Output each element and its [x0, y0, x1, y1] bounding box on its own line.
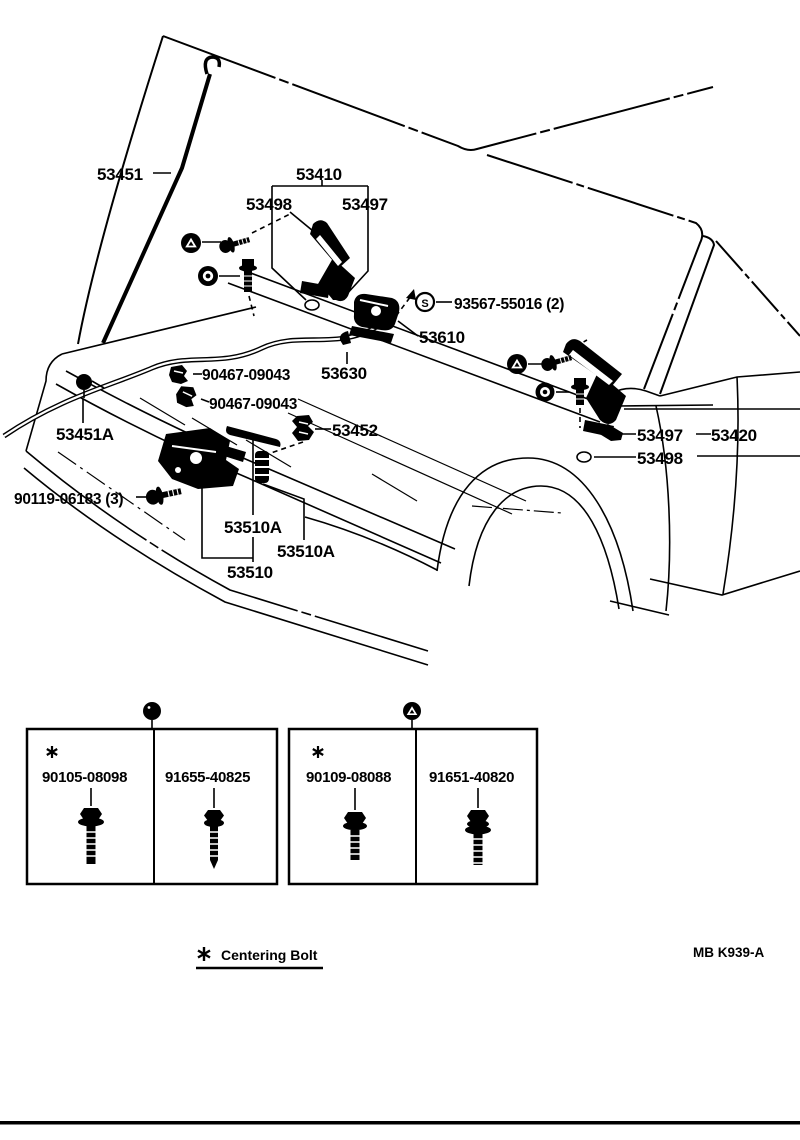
part-label-53498-left: 53498	[246, 195, 292, 214]
right-hood-hinge	[563, 339, 626, 463]
bolt-icon-91651	[465, 810, 491, 865]
hinge-bolt-right-circle	[571, 378, 589, 405]
s-screw-marker: S	[414, 291, 436, 313]
cable-clip-2	[176, 386, 197, 408]
hood-support-rod	[101, 55, 222, 344]
table-part-90109-08088: 90109-08088	[306, 769, 391, 786]
hood-lock-striker	[226, 426, 281, 447]
part-label-53497-left: 53497	[342, 195, 388, 214]
lock-spring	[255, 451, 269, 483]
leader-lines	[82, 172, 800, 562]
legend: Centering Bolt	[196, 947, 323, 970]
hood-latch	[339, 293, 400, 345]
part-label-53420: 53420	[711, 426, 757, 445]
hinge-bolt-left-triangle	[219, 237, 251, 253]
page-code: MB K939-A	[693, 945, 765, 960]
left-hood-hinge	[300, 220, 355, 311]
part-label-53410: 53410	[296, 165, 342, 184]
circle-marker-right	[535, 382, 555, 402]
s-symbol: S	[421, 298, 428, 310]
part-label-53510A-2: 53510A	[277, 542, 335, 561]
part-label-53497-right: 53497	[637, 426, 683, 445]
table-part-91651-40820: 91651-40820	[429, 769, 514, 786]
rod-clip-grommet	[76, 374, 105, 398]
part-label-53451A: 53451A	[56, 425, 114, 444]
hood-outline	[77, 35, 800, 395]
lock-mount-bolt	[145, 486, 182, 505]
cable-clip-1	[169, 365, 188, 384]
centering-bolt-mark-2	[312, 746, 324, 758]
hood-lock-assembly	[158, 428, 246, 489]
hood-release-cable	[2, 321, 383, 439]
part-label-90467-09043-1: 90467-09043	[202, 367, 291, 384]
part-label-53610: 53610	[419, 328, 465, 347]
centering-bolt-symbol	[197, 947, 211, 961]
assembly-direction-dashes	[248, 212, 588, 457]
hinge-bolt-left-circle	[239, 259, 257, 292]
table-part-90105-08098: 90105-08098	[42, 769, 127, 786]
legend-label: Centering Bolt	[221, 947, 318, 963]
part-label-53498-right: 53498	[637, 449, 683, 468]
part-labels: 53451 53410 53498 53497 93567-55016 (2) …	[14, 165, 757, 582]
part-label-53451: 53451	[97, 165, 143, 184]
part-label-53510: 53510	[227, 563, 273, 582]
part-label-90467-09043-2: 90467-09043	[209, 396, 298, 413]
cable-clamp-53452	[292, 415, 314, 441]
bolt-icon-90105	[78, 808, 104, 864]
part-label-53452: 53452	[332, 421, 378, 440]
bolt-table: 90105-08098 91655-40825 90109-08088 9165…	[25, 702, 539, 886]
solid-circle-marker	[143, 702, 161, 729]
triangle-marker-table	[403, 702, 421, 729]
circle-marker-left	[198, 266, 218, 286]
triangle-marker-left	[181, 233, 201, 253]
part-label-53630: 53630	[321, 364, 367, 383]
page-bottom-rule	[0, 1121, 800, 1125]
hinge-bolt-right-triangle	[541, 355, 573, 371]
part-label-53510A-1: 53510A	[224, 518, 282, 537]
triangle-marker-right	[507, 354, 527, 374]
bolt-icon-91655	[204, 810, 224, 869]
part-label-93567-55016: 93567-55016 (2)	[454, 296, 564, 313]
centering-bolt-mark-1	[46, 746, 58, 758]
table-part-91655-40825: 91655-40825	[165, 769, 250, 786]
bolt-icon-90109	[343, 812, 367, 860]
part-label-90119-06183: 90119-06183 (3)	[14, 491, 123, 508]
car-body-outline	[23, 268, 800, 666]
